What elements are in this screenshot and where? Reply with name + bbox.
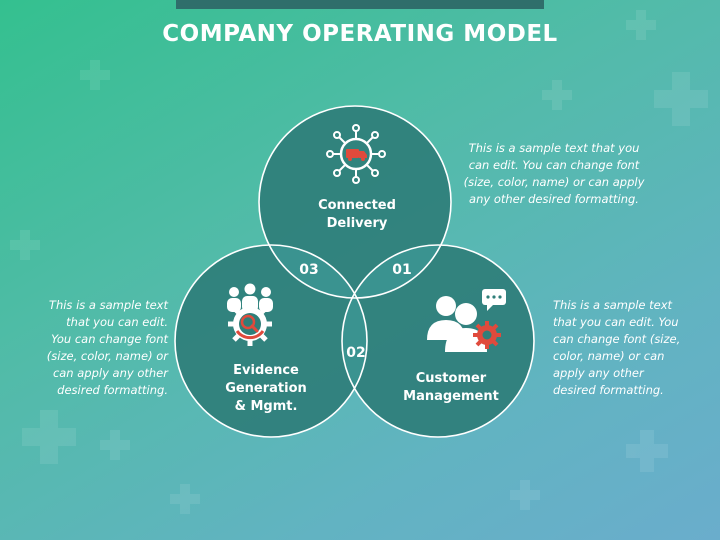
customer-management-label-line1: Customer <box>416 371 487 386</box>
background-crosses <box>10 10 708 514</box>
chat-bubble-icon <box>482 289 506 311</box>
top-accent-bar <box>176 0 544 9</box>
customer-management-label-line2: Management <box>403 389 499 404</box>
sample-text-right: This is a sample text that you can edit.… <box>553 298 681 397</box>
evidence-label-line3: & Mgmt. <box>235 399 298 414</box>
overlap-label-02: 02 <box>346 345 365 361</box>
gear-icon <box>228 302 272 346</box>
evidence-label-line2: Generation <box>225 381 307 396</box>
overlap-label-03: 03 <box>299 262 318 278</box>
sample-text-left: This is a sample text that you can edit.… <box>46 298 168 397</box>
search-icon <box>240 314 259 333</box>
users-gear-chat-icon <box>427 289 506 352</box>
team-gear-search-icon <box>227 283 273 346</box>
network-truck-icon <box>326 124 386 184</box>
page-title: COMPANY OPERATING MODEL <box>162 21 558 47</box>
circle-outlines <box>174 105 535 438</box>
gear-icon <box>473 321 501 349</box>
sample-text-top-right: This is a sample text that you can edit.… <box>463 141 645 206</box>
truck-icon <box>346 149 367 161</box>
connected-delivery-label-line2: Delivery <box>327 216 388 231</box>
evidence-label-line1: Evidence <box>233 363 299 378</box>
circle-evidence-generation <box>175 245 367 437</box>
connected-delivery-label-line1: Connected <box>318 198 396 213</box>
overlap-label-01: 01 <box>392 262 411 278</box>
circle-connected-delivery <box>259 106 451 298</box>
